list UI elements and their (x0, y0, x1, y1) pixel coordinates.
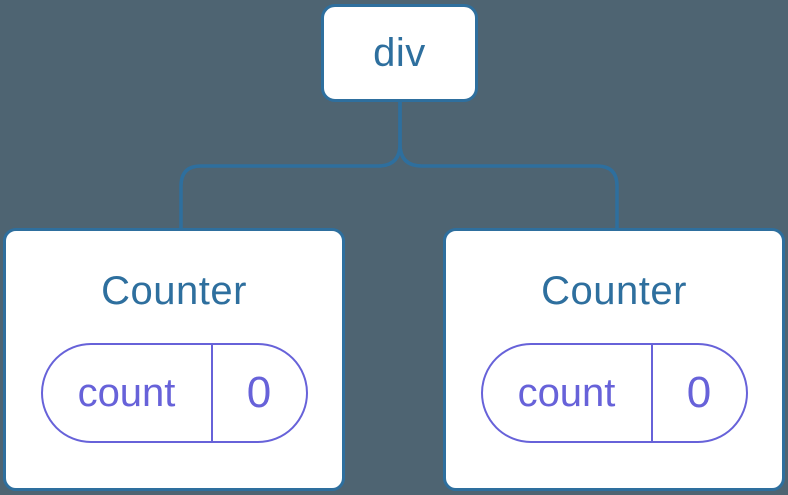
root-node-div: div (321, 4, 478, 102)
counter-title: Counter (101, 269, 247, 313)
state-value: 0 (686, 368, 712, 417)
connector-left-branch (179, 102, 402, 229)
state-key-cell: count (43, 345, 213, 441)
state-value-cell: 0 (213, 345, 306, 441)
counter-card-right: Counter count 0 (443, 228, 785, 491)
counter-title: Counter (541, 269, 687, 313)
state-key-label: count (517, 370, 616, 415)
root-node-label: div (373, 30, 426, 75)
state-value-cell: 0 (653, 345, 746, 441)
state-value: 0 (246, 368, 272, 417)
state-key-cell: count (483, 345, 653, 441)
connector-right-branch (398, 102, 619, 229)
state-pill: count 0 (480, 343, 748, 443)
counter-card-left: Counter count 0 (3, 228, 345, 491)
state-key-label: count (77, 370, 176, 415)
state-pill: count 0 (40, 343, 308, 443)
